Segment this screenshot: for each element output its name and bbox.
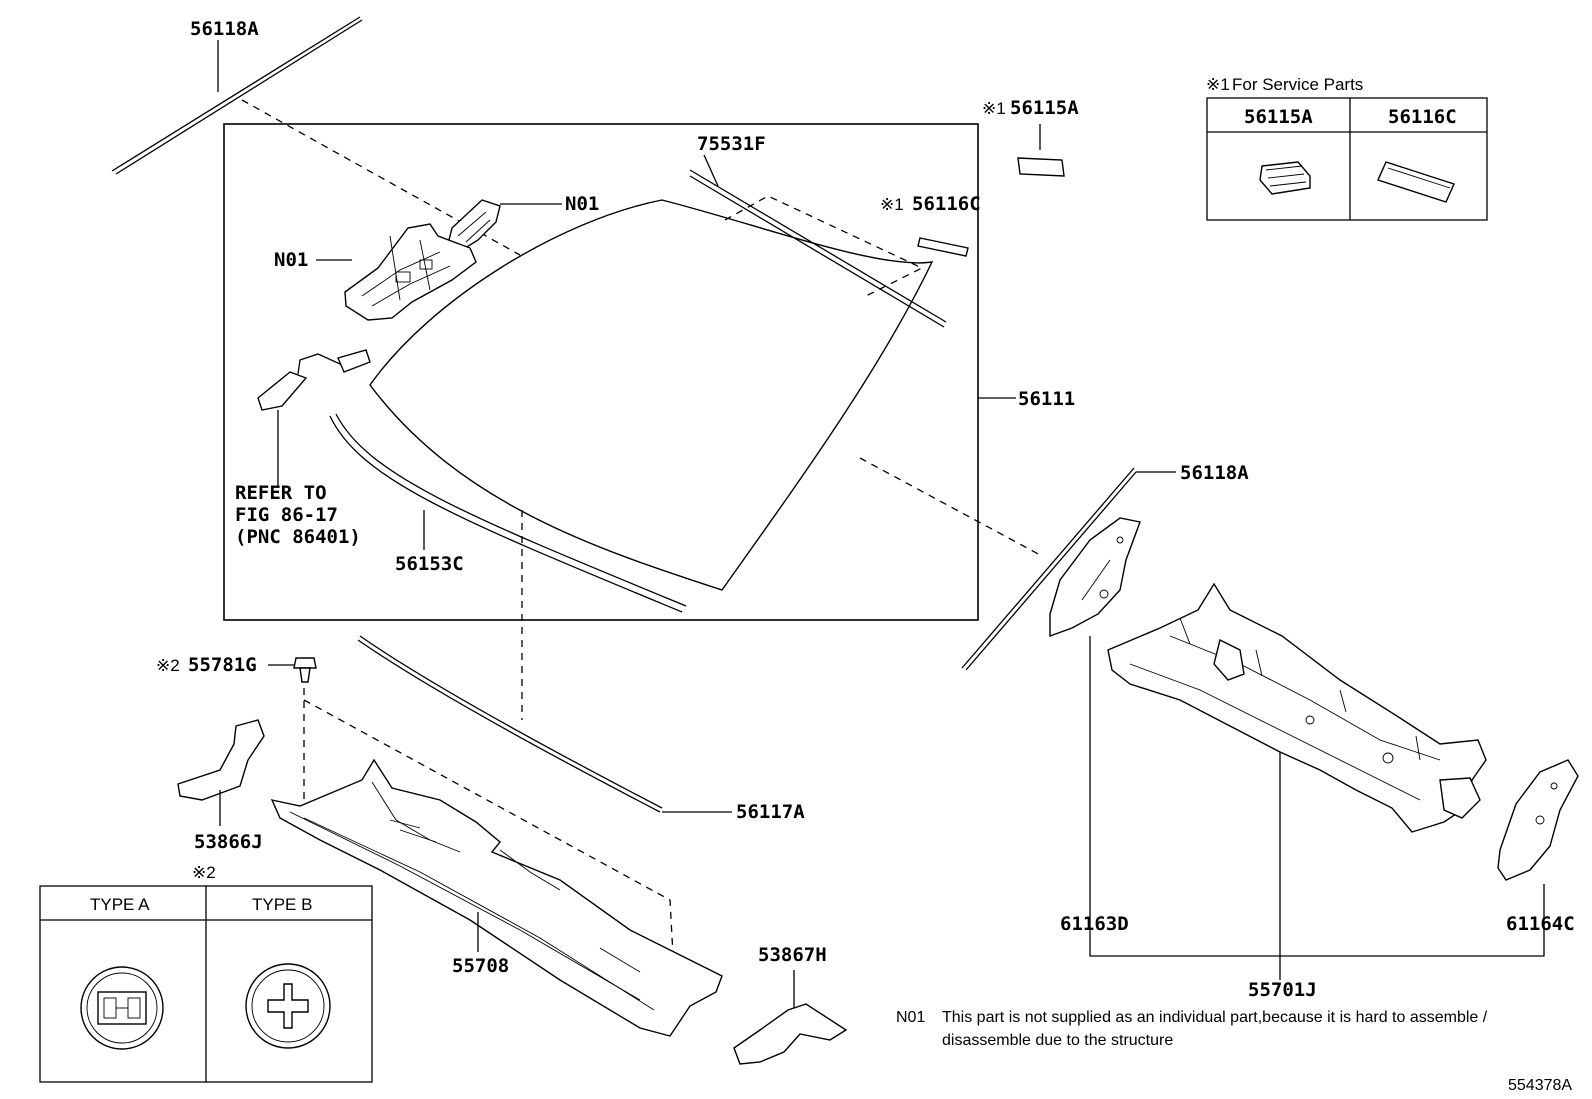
dashed-guide-right — [859, 457, 1043, 557]
seal-53866j[interactable] — [177, 719, 265, 801]
callout-56118a-top[interactable]: 56118A — [190, 18, 259, 40]
callout-n01-a[interactable]: N01 — [565, 193, 599, 215]
callout-55708[interactable]: 55708 — [452, 955, 509, 977]
service-col-56116c: 56116C — [1388, 106, 1457, 128]
note-line-1: This part is not supplied as an individu… — [942, 1009, 1488, 1026]
windshield-glass[interactable] — [369, 199, 934, 591]
bracket-61163d[interactable] — [1049, 517, 1141, 637]
refer-line-3: (PNC 86401) — [235, 526, 361, 548]
note-line-2: disassemble due to the structure — [942, 1032, 1173, 1049]
molding-56118a-top[interactable] — [111, 16, 363, 175]
mark-56116c: ※1 — [880, 195, 904, 214]
service-part-56116c-image — [1377, 161, 1455, 203]
callout-56118a-right[interactable]: 56118A — [1180, 462, 1249, 484]
upper-molding-75531f[interactable] — [689, 169, 947, 328]
seal-53867h[interactable] — [733, 1003, 848, 1065]
clip-type-a-icon — [80, 966, 164, 1050]
dashed-guide-cowl — [303, 699, 677, 1011]
clip-type-a-label: TYPE A — [90, 895, 150, 914]
spacer-56116c[interactable] — [917, 237, 969, 257]
refer-line-2: FIG 86-17 — [235, 504, 338, 526]
clip-type-table: ※2 TYPE A TYPE B — [39, 863, 373, 1083]
callout-61163d[interactable]: 61163D — [1060, 913, 1129, 935]
molding-56118a-right[interactable] — [961, 467, 1137, 671]
clip-type-b-icon — [245, 963, 331, 1049]
callout-n01-b[interactable]: N01 — [274, 249, 308, 271]
seal-56117a[interactable] — [357, 635, 663, 813]
mark-56115a: ※1 — [982, 99, 1006, 118]
callout-53867h[interactable]: 53867H — [758, 944, 827, 966]
spacer-56115a[interactable] — [1017, 157, 1065, 177]
callout-56115a[interactable]: 56115A — [1010, 97, 1079, 119]
bracket-61164c[interactable] — [1497, 759, 1579, 881]
callout-56153c[interactable]: 56153C — [395, 553, 464, 575]
service-col-56115a: 56115A — [1244, 106, 1313, 128]
dashed-guide-75531f — [724, 195, 924, 297]
windshield-assembly-box — [223, 123, 979, 621]
callout-56116c[interactable]: 56116C — [912, 193, 981, 215]
callout-61164c[interactable]: 61164C — [1506, 913, 1575, 935]
service-mark: ※1 — [1206, 75, 1230, 94]
clip-55781g[interactable] — [293, 657, 317, 683]
sensor-harness[interactable] — [257, 349, 371, 411]
callout-56111[interactable]: 56111 — [1018, 388, 1075, 410]
leader-bracket-bottom — [1089, 636, 1545, 957]
callout-75531f[interactable]: 75531F — [697, 133, 766, 155]
service-part-56115a-image — [1259, 161, 1311, 195]
leader-75531f — [703, 154, 719, 187]
note-code: N01 — [896, 1009, 925, 1026]
cowl-panel-55701j[interactable] — [1107, 582, 1487, 833]
diagram-id: 554378A — [1508, 1077, 1572, 1094]
bracket-n01-large[interactable] — [344, 223, 477, 321]
mark-55781g: ※2 — [156, 656, 180, 675]
callout-53866j[interactable]: 53866J — [194, 831, 263, 853]
cowl-panel-55708[interactable] — [270, 758, 723, 1037]
service-title: For Service Parts — [1232, 75, 1363, 94]
weatherstrip-56153c[interactable] — [329, 413, 687, 613]
callout-55701j[interactable]: 55701J — [1248, 979, 1317, 1001]
refer-line-1: REFER TO — [235, 482, 327, 504]
service-parts-table: ※1 For Service Parts 56115A 56116C — [1206, 75, 1488, 221]
clip-type-b-label: TYPE B — [252, 895, 312, 914]
clip-table-mark: ※2 — [192, 863, 216, 882]
callout-56117a[interactable]: 56117A — [736, 801, 805, 823]
callout-55781g[interactable]: 55781G — [188, 654, 257, 676]
